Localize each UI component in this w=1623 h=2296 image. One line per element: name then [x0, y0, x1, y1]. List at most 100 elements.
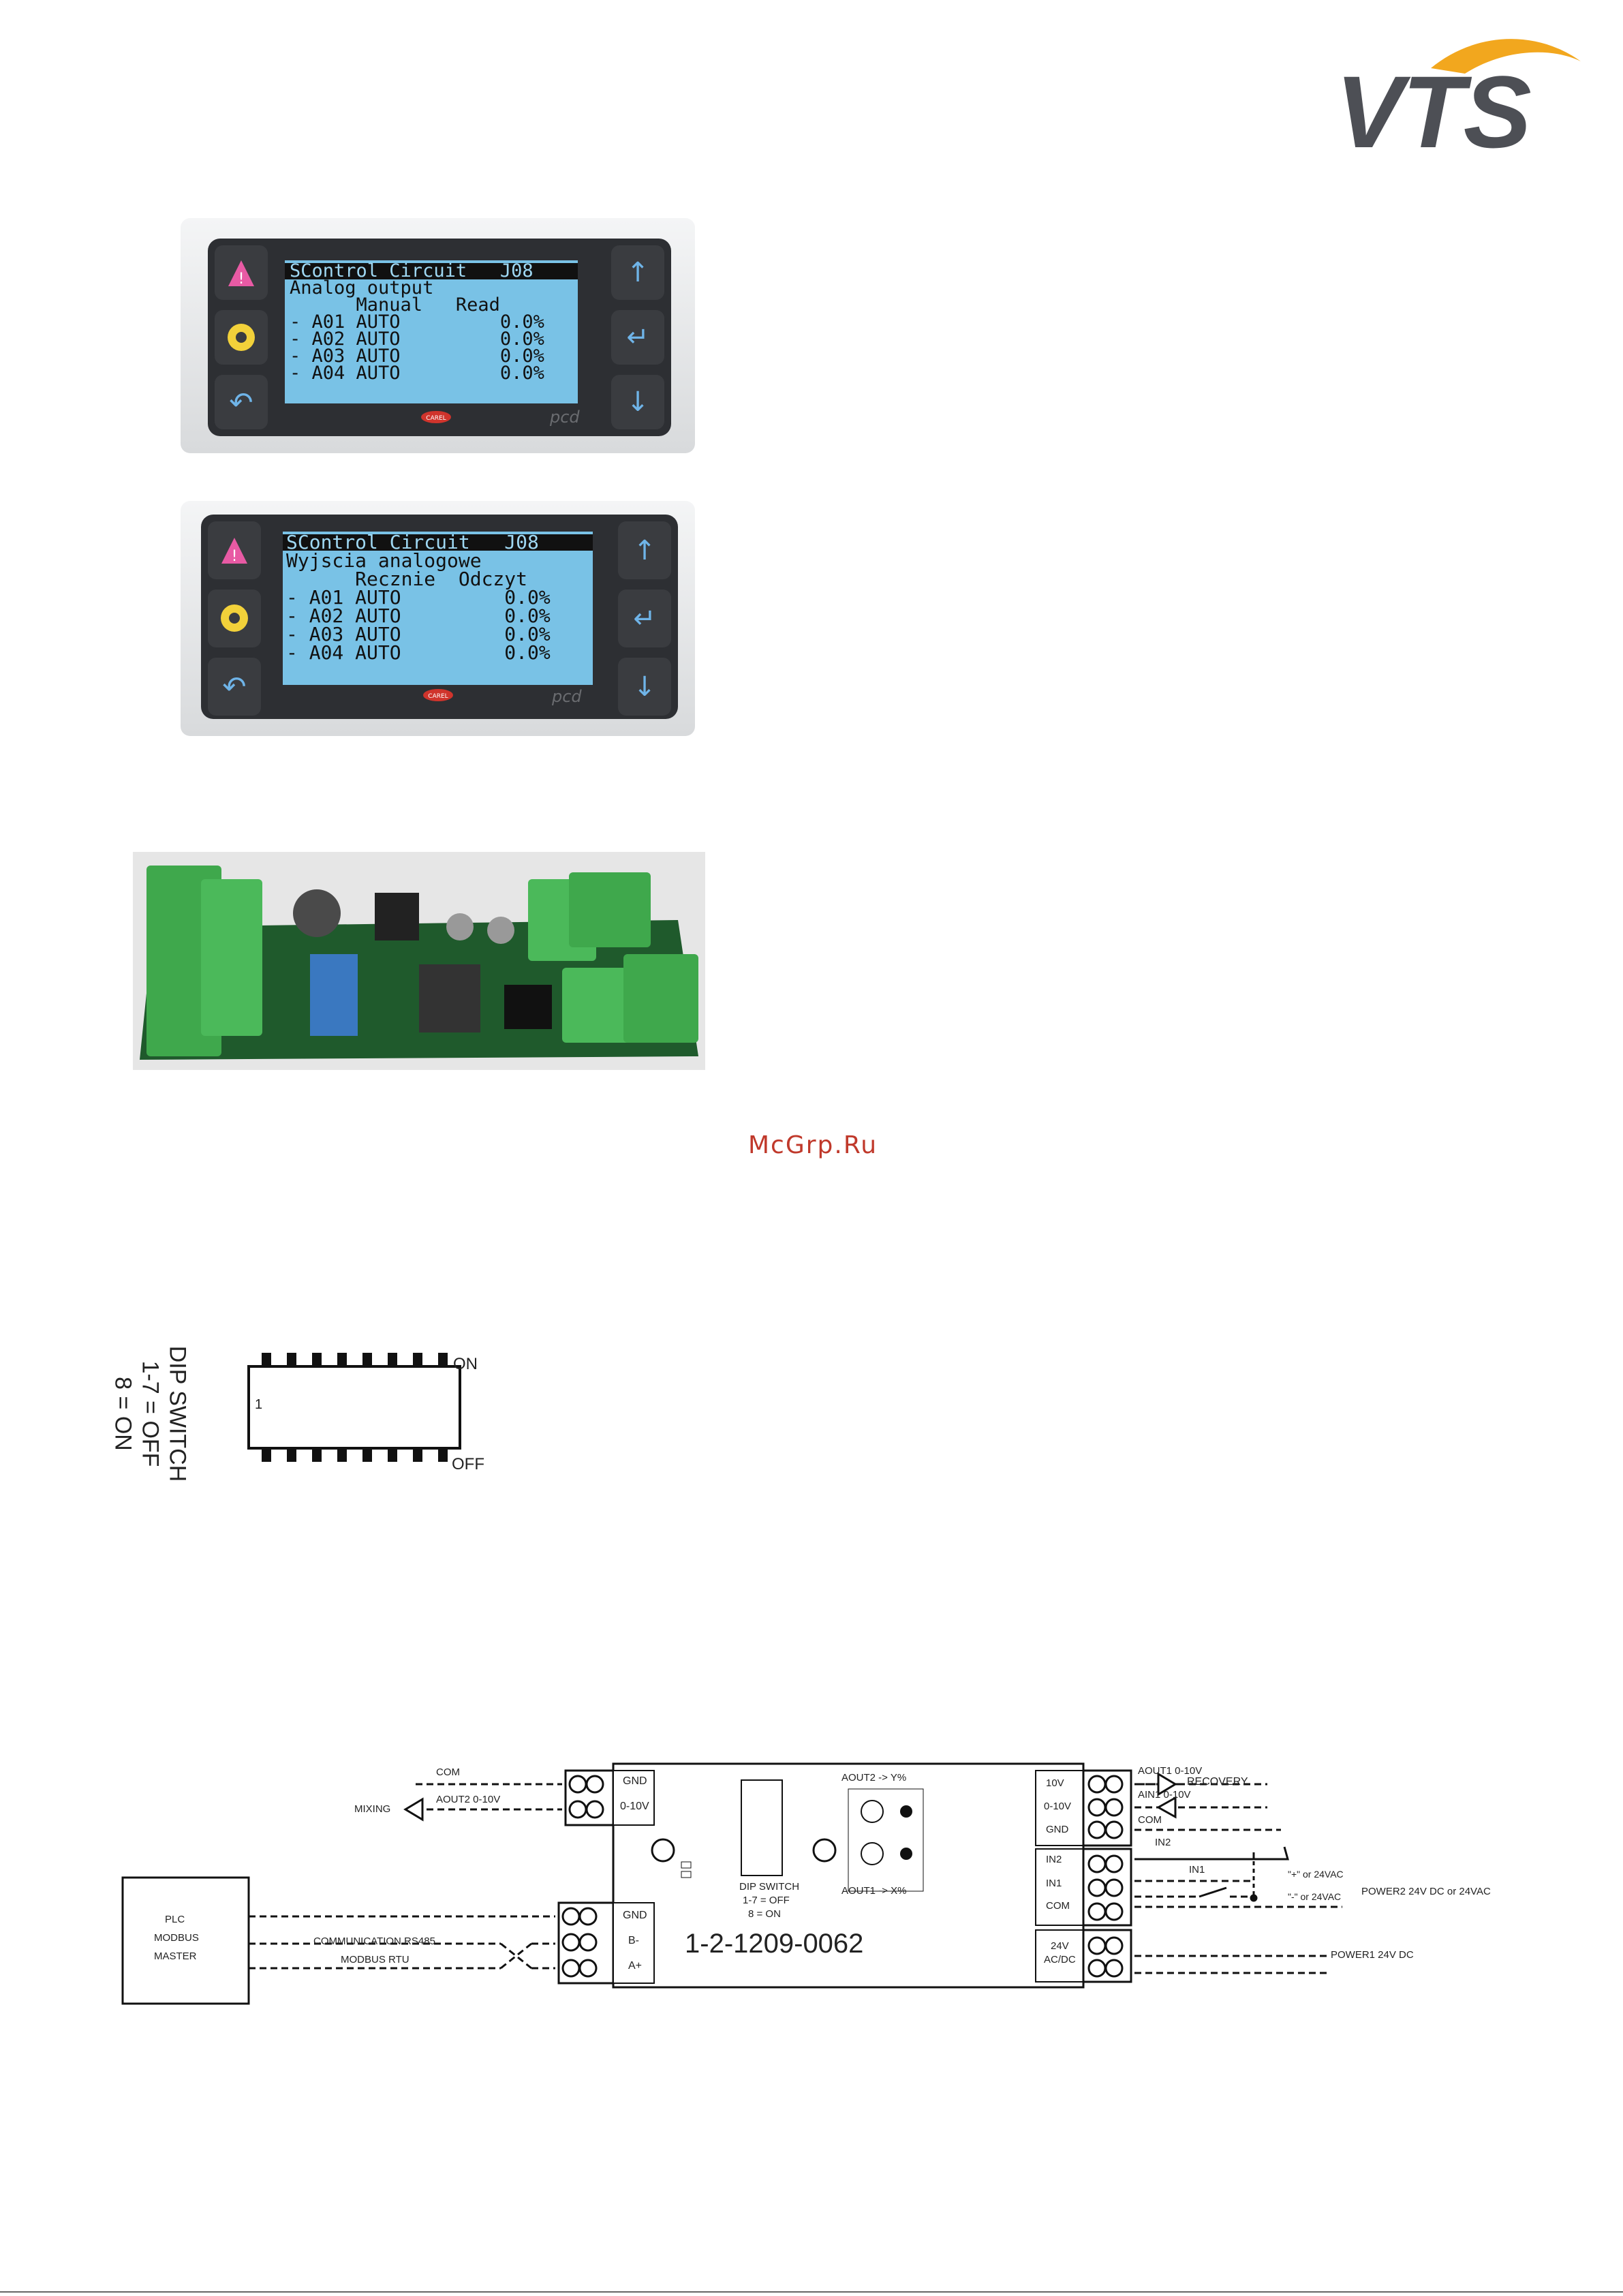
- aout1-label: AOUT1 -> X%: [841, 1885, 907, 1897]
- logo-swoosh-icon: [1431, 39, 1581, 74]
- prg-button[interactable]: [215, 310, 268, 365]
- dip-switch-part: [312, 1448, 322, 1462]
- wiring-diagram: 1-2-1209-0062 GND 0-10V GND B- A+ 10V 0-…: [116, 1751, 1519, 2010]
- up-button[interactable]: ↑: [618, 521, 671, 579]
- svg-text:!: !: [232, 548, 238, 565]
- dip-switch-part: [287, 1353, 296, 1366]
- terminal-screw: [1104, 1959, 1124, 1978]
- dip-switch-part: [388, 1353, 397, 1366]
- plc-label: PLC: [165, 1914, 185, 1925]
- terminal-gnd: GND: [1046, 1824, 1069, 1835]
- svg-text:↵: ↵: [633, 603, 656, 634]
- power1-label: POWER1 24V DC: [1331, 1949, 1414, 1961]
- dip-switch-part: [262, 1353, 271, 1366]
- recovery-label: RECOVERY: [1187, 1776, 1248, 1788]
- dip-switch-number: 1: [255, 1397, 263, 1412]
- com-right-label: COM: [1138, 1814, 1162, 1826]
- enter-button[interactable]: ↵: [618, 590, 671, 647]
- svg-text:↑: ↑: [633, 535, 656, 566]
- page-bottom-rule: [0, 2291, 1623, 2293]
- dip-switch-part: [287, 1448, 296, 1462]
- enter-button[interactable]: ↵: [611, 310, 664, 365]
- minus-24vac-label: "-" or 24VAC: [1288, 1891, 1342, 1902]
- terminal-10v: 10V: [1046, 1777, 1064, 1789]
- terminal-screw: [1104, 1820, 1124, 1839]
- terminal-0-10v: 0-10V: [1044, 1801, 1072, 1812]
- dip-caption: 1-7 = OFF: [743, 1895, 790, 1906]
- pcd-model: pcd: [549, 408, 580, 427]
- dip-switch-part: [312, 1353, 322, 1366]
- dip-switch-part: [438, 1448, 448, 1462]
- in2-label: IN2: [1155, 1837, 1171, 1848]
- lcd-line: - A01 AUTO 0.0%: [286, 586, 551, 609]
- terminal-gnd: GND: [623, 1775, 647, 1787]
- com-label: COM: [436, 1766, 460, 1778]
- plus-24vac-label: "+" or 24VAC: [1288, 1869, 1344, 1880]
- esc-button[interactable]: ↶: [215, 375, 268, 429]
- dip-switch-part: [388, 1448, 397, 1462]
- down-button[interactable]: ↓: [611, 375, 664, 429]
- lcd-line: Manual Read: [290, 294, 500, 316]
- terminal-gnd: GND: [623, 1910, 647, 1921]
- dip-on-label: ON: [453, 1355, 478, 1373]
- carel-brand: CAREL: [428, 693, 448, 700]
- terminal-screw: [1104, 1878, 1124, 1897]
- dip-off-label: OFF: [452, 1455, 484, 1473]
- terminal-screw: [1104, 1854, 1124, 1873]
- svg-text:!: !: [238, 271, 245, 288]
- controller-panel-en: ! ↶ ↑ ↵ ↓ CAREL pcd SControl: [181, 211, 695, 460]
- lcd-line: Recznie Odczyt: [286, 568, 528, 590]
- up-button[interactable]: ↑: [611, 245, 664, 300]
- module-code: 1-2-1209-0062: [685, 1929, 864, 1959]
- terminal-a: A+: [628, 1960, 643, 1972]
- aout1-0-10v-label: AOUT1 0-10V: [1138, 1765, 1203, 1777]
- alarm-button[interactable]: !: [215, 245, 268, 300]
- lcd-line: - A04 AUTO 0.0%: [290, 363, 544, 384]
- alarm-button[interactable]: !: [208, 521, 261, 579]
- controller-panel-pl: ! ↶ ↑ ↵ ↓ CAREL pcd SControl Circuit: [181, 494, 695, 743]
- svg-text:↶: ↶: [222, 670, 246, 703]
- lcd-line: - A01 AUTO 0.0%: [290, 311, 544, 333]
- modbus-rtu-label: MODBUS RTU: [341, 1954, 409, 1965]
- logo-text: VTS: [1335, 55, 1532, 169]
- pcd-model: pcd: [551, 687, 582, 706]
- dip-switch-part: [413, 1353, 422, 1366]
- dip-switch-part: [362, 1353, 372, 1366]
- dip-caption-line1: 1-7 = OFF: [137, 1360, 164, 1467]
- svg-text:↓: ↓: [633, 671, 656, 703]
- terminal-screw: [1104, 1936, 1124, 1955]
- comm-rs485-label: COMMUNICATION RS485: [313, 1935, 435, 1947]
- dip-caption-title: DIP SWITCH: [164, 1345, 191, 1482]
- lcd-line: SControl Circuit J08: [286, 531, 539, 553]
- lcd-line: Analog output: [290, 277, 434, 299]
- down-button[interactable]: ↓: [618, 658, 671, 716]
- svg-text:↓: ↓: [626, 386, 649, 418]
- terminal-com: COM: [1046, 1900, 1070, 1912]
- prg-button[interactable]: [208, 590, 261, 647]
- dip-switch-part: [362, 1448, 372, 1462]
- master-label: MASTER: [154, 1950, 197, 1962]
- terminal-screw: [1104, 1798, 1124, 1817]
- dip-caption: DIP SWITCH: [739, 1881, 800, 1893]
- terminal-b: B-: [628, 1935, 639, 1946]
- carel-brand: CAREL: [426, 415, 446, 422]
- in1-label: IN1: [1189, 1864, 1205, 1876]
- svg-text:↑: ↑: [626, 257, 649, 288]
- dip-switch-part: [438, 1353, 448, 1366]
- pcb-photo: [133, 852, 705, 1070]
- dip-switch-icon: [247, 1353, 461, 1462]
- lcd-line: Wyjscia analogowe: [286, 549, 482, 572]
- aout2-label: AOUT2 -> Y%: [841, 1772, 907, 1784]
- ain1-0-10v-label: AIN1 0-10V: [1138, 1789, 1191, 1801]
- dip-switch-part: [262, 1448, 271, 1462]
- terminal-screw: [1104, 1902, 1124, 1921]
- esc-button[interactable]: ↶: [208, 658, 261, 716]
- svg-text:↵: ↵: [626, 322, 649, 353]
- mixing-label: MIXING: [354, 1803, 391, 1815]
- aout2-0-10v-label: AOUT2 0-10V: [436, 1794, 501, 1805]
- power2-label: POWER2 24V DC or 24VAC: [1361, 1886, 1491, 1897]
- lcd-line: - A03 AUTO 0.0%: [290, 346, 544, 367]
- lcd-line: - A02 AUTO 0.0%: [290, 328, 544, 350]
- dip-switch-part: [337, 1353, 347, 1366]
- terminal-in2: IN2: [1046, 1854, 1062, 1865]
